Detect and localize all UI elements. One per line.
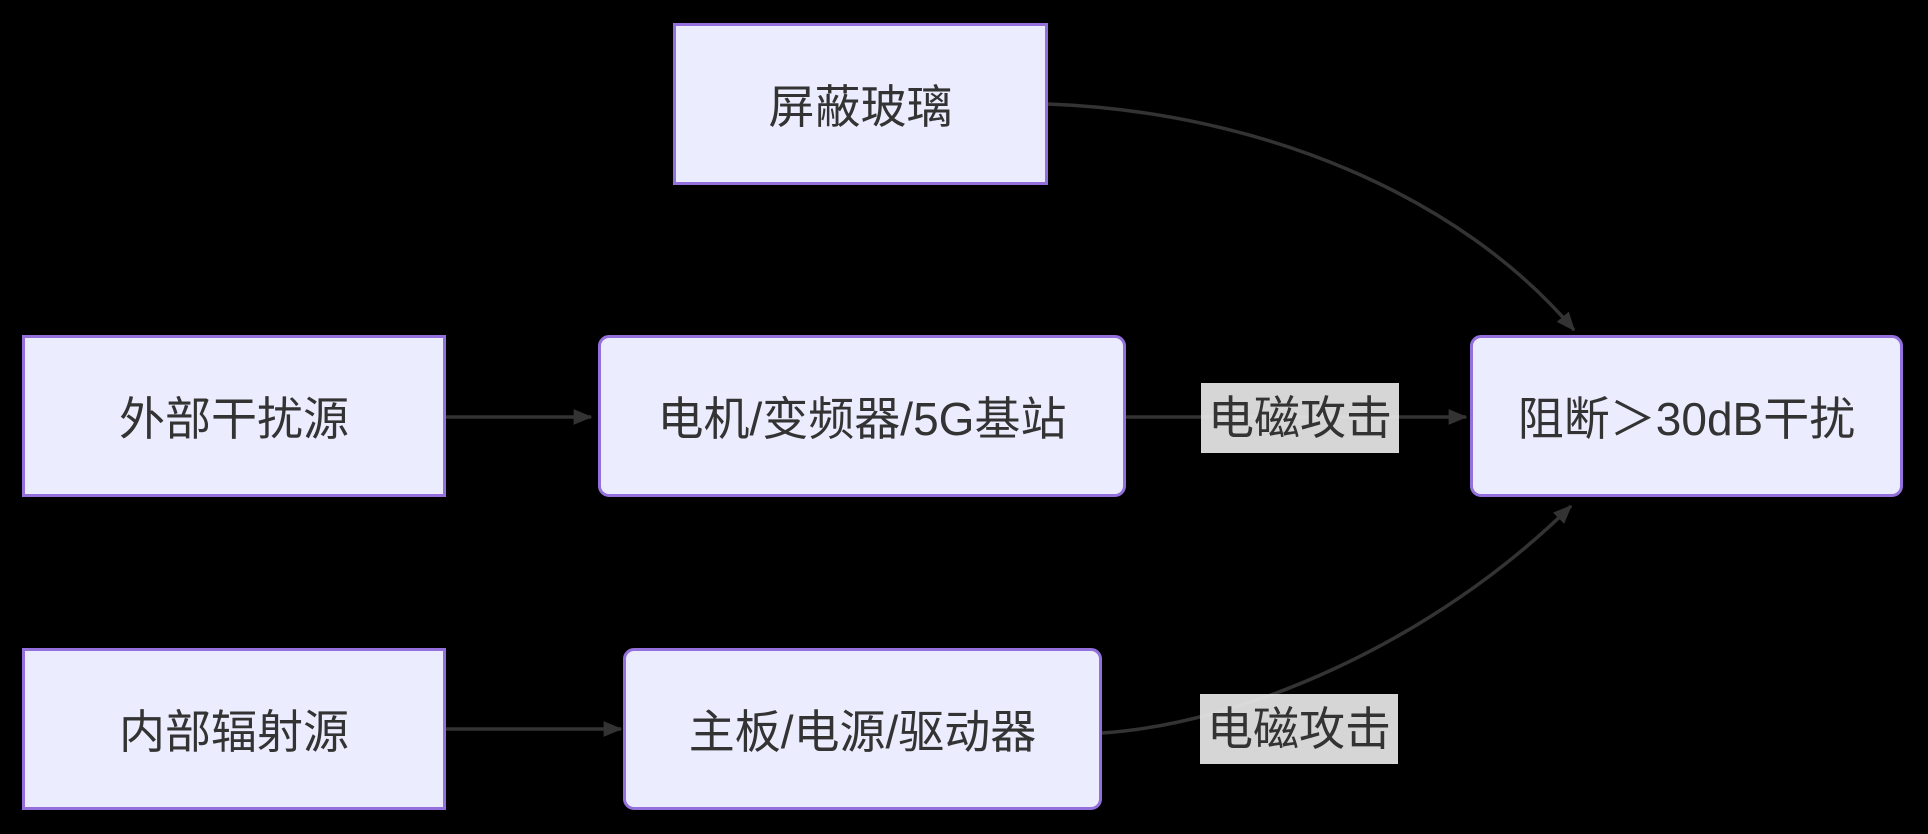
node-internal-radiation-source: 内部辐射源	[22, 648, 446, 810]
edge-label-em-attack-bottom: 电磁攻击	[1200, 694, 1398, 764]
edge-internal-emitters-to-target	[1101, 504, 1573, 735]
edge-shield-glass-to-target	[1047, 102, 1576, 332]
node-shield-glass: 屏蔽玻璃	[673, 23, 1048, 185]
node-block-30db-interference: 阻断＞30dB干扰	[1470, 335, 1903, 497]
node-motor-inverter-5g-basestation: 电机/变频器/5G基站	[598, 335, 1126, 497]
node-external-interference-source: 外部干扰源	[22, 335, 446, 497]
edge-label-em-attack-top: 电磁攻击	[1201, 383, 1399, 453]
node-mainboard-psu-driver: 主板/电源/驱动器	[623, 648, 1102, 810]
